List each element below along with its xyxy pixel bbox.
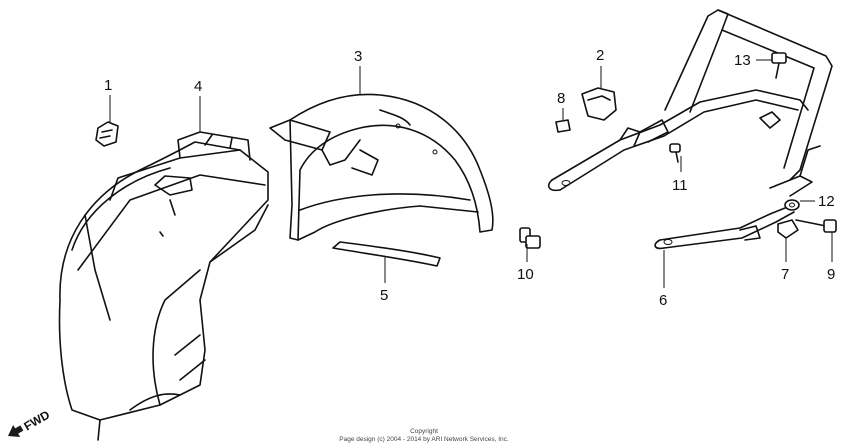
callout-4: 4 <box>194 78 202 95</box>
callout-1: 1 <box>104 77 112 94</box>
part-13-bolt <box>771 52 787 79</box>
inner-rear-fender <box>58 131 269 441</box>
callout-7: 7 <box>781 266 789 283</box>
part-1-clip <box>95 121 119 147</box>
part-12-washer <box>784 199 800 211</box>
callout-3: 3 <box>354 48 362 65</box>
copyright-title: Copyright <box>410 428 438 435</box>
callout-8: 8 <box>557 90 565 107</box>
part-10-collar <box>519 227 541 249</box>
part-11-screw <box>669 143 681 163</box>
callout-9: 9 <box>827 266 835 283</box>
callout-12: 12 <box>818 193 835 210</box>
part-8-pad <box>555 119 571 133</box>
arrow-left-icon <box>8 424 24 438</box>
callout-2: 2 <box>596 47 604 64</box>
fwd-direction-marker: FWD <box>8 407 52 438</box>
part-2-bracket <box>581 87 617 121</box>
callout-11: 11 <box>672 177 688 194</box>
leader-lines <box>109 59 833 288</box>
rear-fender <box>269 93 494 241</box>
callout-6: 6 <box>659 292 667 309</box>
copyright-line: Page design (c) 2004 - 2014 by ARI Netwo… <box>339 436 509 443</box>
callout-5: 5 <box>380 287 388 304</box>
callout-labels: 1 4 3 5 10 2 8 11 13 12 7 9 6 <box>104 47 835 309</box>
part-5-strip <box>332 241 441 267</box>
callout-13: 13 <box>734 52 751 69</box>
part-7-cap <box>777 219 799 239</box>
part-9-bolt <box>795 219 837 233</box>
fwd-label: FWD <box>21 407 52 433</box>
grab-rail <box>547 9 833 250</box>
copyright-footer: Copyright Page design (c) 2004 - 2014 by… <box>339 428 509 443</box>
callout-10: 10 <box>517 266 534 283</box>
